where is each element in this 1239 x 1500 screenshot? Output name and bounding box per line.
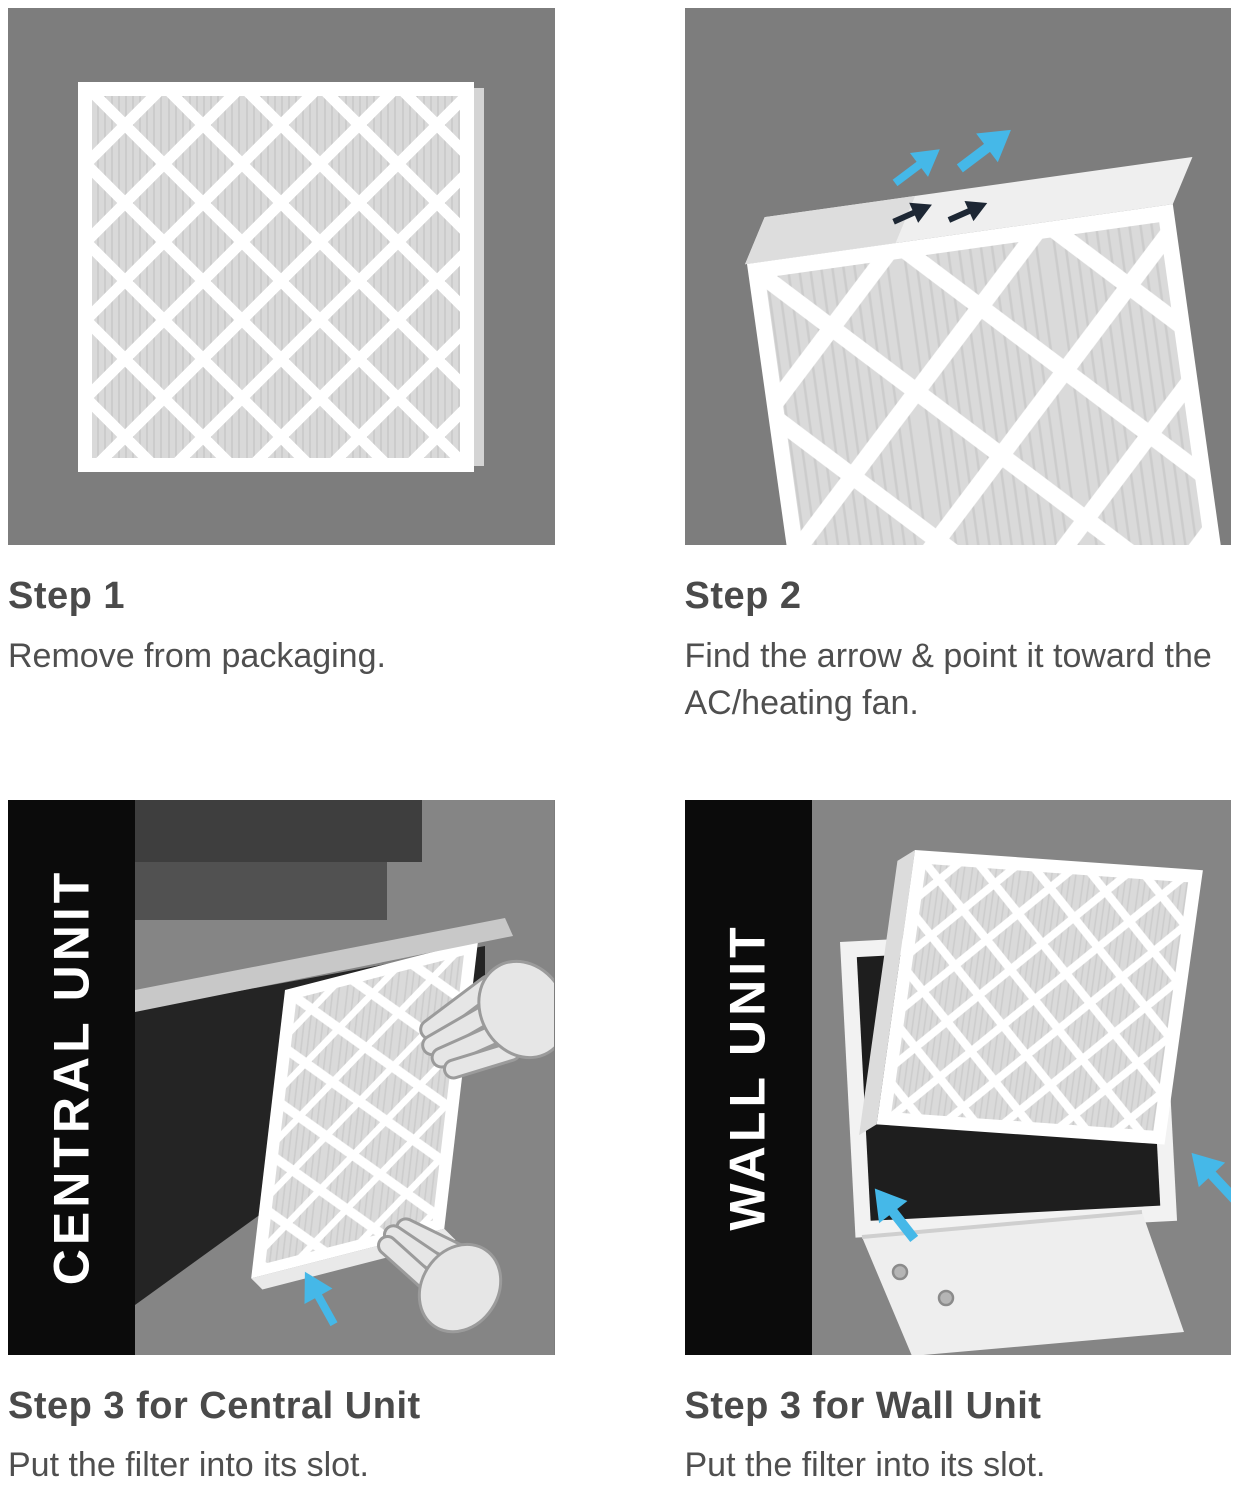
- steps-grid: Step 1 Remove from packaging.: [8, 8, 1231, 1489]
- step-2-section: Step 2 Find the arrow & point it toward …: [684, 8, 1231, 727]
- inserted-air-filter: [251, 939, 479, 1289]
- step-3-wall-description: Put the filter into its slot.: [684, 1446, 1046, 1485]
- step-3-wall-section: WALL UNIT: [684, 799, 1231, 1490]
- step-3-central-section: CENTRAL UNIT: [8, 799, 555, 1490]
- step-1-title: Step 1: [8, 575, 126, 617]
- wall-filter: [858, 849, 1203, 1145]
- central-unit-band: CENTRAL UNIT: [8, 799, 135, 1355]
- insert-arrow-icon: [874, 1152, 1231, 1242]
- filter-orientation-illustration: [684, 8, 1231, 545]
- upper-hand: [419, 959, 554, 1079]
- step-2-illustration-panel: [684, 8, 1231, 545]
- step-3-central-illustration-panel: CENTRAL UNIT: [8, 799, 555, 1355]
- wall-unit-illustration: [811, 799, 1231, 1355]
- screw-icon: [891, 1263, 908, 1280]
- filter-front-illustration: [8, 8, 554, 545]
- step-3-wall-illustration-panel: WALL UNIT: [684, 799, 1231, 1355]
- wall-unit-band: WALL UNIT: [684, 799, 812, 1355]
- cabinet-lip: [135, 917, 513, 1012]
- step-3-central-description: Put the filter into its slot.: [8, 1446, 369, 1485]
- central-unit-illustration: [135, 799, 554, 1355]
- screw-icon: [937, 1289, 954, 1306]
- step-3-wall-title: Step 3 for Wall Unit: [684, 1384, 1042, 1427]
- orientation-arrow-icon: [891, 201, 987, 225]
- step-3-central-title: Step 3 for Central Unit: [8, 1384, 421, 1427]
- step-2-title: Step 2: [684, 575, 802, 617]
- tilted-air-filter: [744, 156, 1226, 545]
- step-2-description: Find the arrow & point it toward the AC/…: [684, 636, 1212, 722]
- insert-arrow-icon: [304, 1271, 338, 1326]
- air-filter: [78, 82, 484, 472]
- lower-hand: [377, 1216, 503, 1333]
- step-1-description: Remove from packaging.: [8, 636, 386, 675]
- step-1-illustration-panel: [8, 8, 555, 545]
- airflow-arrow-icon: [892, 129, 1011, 187]
- central-unit-band-label: CENTRAL UNIT: [43, 868, 100, 1286]
- step-1-section: Step 1 Remove from packaging.: [8, 8, 555, 727]
- wall-unit-band-label: WALL UNIT: [720, 923, 777, 1231]
